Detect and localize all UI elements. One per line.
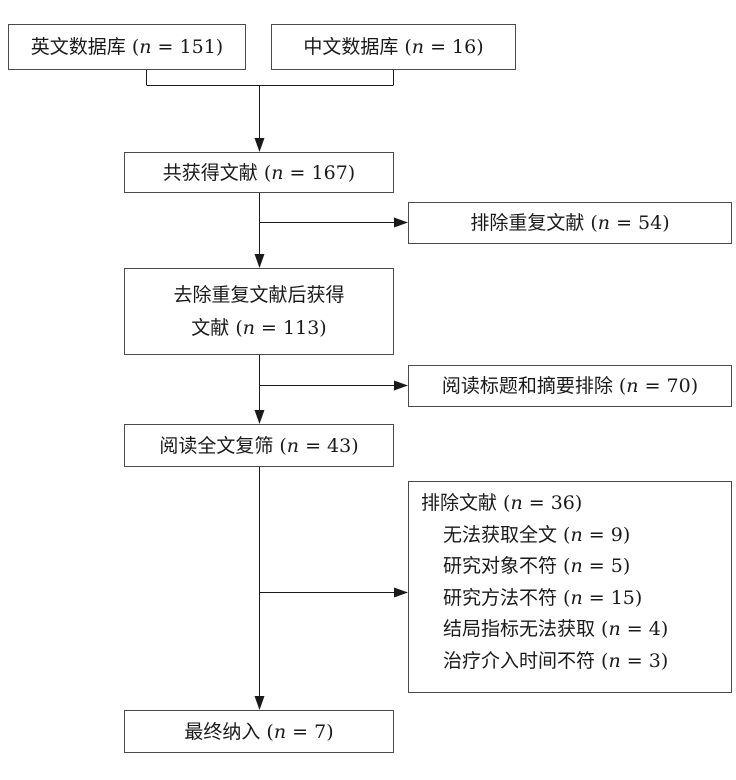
total-records-count: 167 — [311, 161, 348, 184]
exclude-title-abstract-box: 阅读标题和摘要排除 (n = 70) — [408, 365, 732, 407]
n-symbol: n — [570, 586, 583, 609]
final-included-label: 最终纳入 — [184, 720, 261, 743]
after-dedup-line1: 去除重复文献后获得 — [173, 283, 345, 306]
exclude-duplicates-count: 54 — [638, 212, 663, 234]
exclusion-reason-count: 4 — [648, 618, 661, 640]
n-symbol: n — [411, 36, 425, 58]
total-records-box: 共获得文献 (n = 167) — [124, 152, 394, 193]
exclusion-reason-label: 治疗介入时间不符 — [443, 649, 596, 672]
n-symbol: n — [570, 523, 583, 546]
exclusion-reason-count: 3 — [648, 649, 661, 672]
fulltext-review-box: 阅读全文复筛 (n = 43) — [124, 424, 394, 467]
chinese-database-label: 中文数据库 — [303, 36, 399, 58]
exclusion-reason: 结局指标无法获取 (n = 4) — [443, 618, 669, 640]
english-database-label: 英文数据库 — [30, 36, 126, 58]
n-symbol: n — [286, 434, 300, 457]
chinese-database-box: 中文数据库 (n = 16) — [271, 24, 516, 70]
english-database-box: 英文数据库 (n = 151) — [8, 24, 246, 70]
after-dedup-label: 文献 — [191, 316, 230, 339]
n-symbol: n — [271, 161, 284, 184]
after-dedup-box: 去除重复文献后获得 文献 (n = 113) — [124, 268, 394, 355]
fulltext-review-label: 阅读全文复筛 — [159, 434, 274, 457]
n-symbol: n — [597, 212, 611, 234]
n-symbol: n — [608, 618, 621, 640]
after-dedup-count: 113 — [283, 316, 320, 339]
exclusion-reason: 无法获取全文 (n = 9) — [443, 523, 631, 546]
n-symbol: n — [242, 316, 256, 339]
exclude-duplicates-label: 排除重复文献 — [470, 212, 585, 234]
exclusion-reason-label: 无法获取全文 — [443, 523, 558, 546]
exclusion-reason-label: 研究方法不符 — [443, 586, 558, 609]
final-included-box: 最终纳入 (n = 7) — [124, 710, 394, 753]
exclude-fulltext-count: 36 — [550, 492, 575, 514]
exclude-fulltext-box: 排除文献 (n = 36) 无法获取全文 (n = 9) 研究对象不符 (n =… — [408, 481, 732, 693]
n-symbol: n — [570, 555, 583, 577]
n-symbol: n — [139, 36, 152, 58]
exclusion-reason-label: 研究对象不符 — [443, 555, 558, 577]
exclusion-reason-count: 15 — [610, 586, 635, 609]
exclude-title-abstract-count: 70 — [666, 375, 691, 397]
exclusion-reason-count: 9 — [610, 523, 623, 546]
chinese-database-count: 16 — [452, 36, 477, 58]
exclusion-reason-label: 结局指标无法获取 — [443, 618, 596, 640]
exclude-duplicates-box: 排除重复文献 (n = 54) — [408, 202, 732, 244]
fulltext-review-count: 43 — [327, 434, 352, 457]
exclusion-reason: 治疗介入时间不符 (n = 3) — [443, 649, 669, 672]
exclusion-reason-count: 5 — [610, 555, 623, 577]
final-included-count: 7 — [314, 720, 327, 743]
english-database-count: 151 — [179, 36, 216, 58]
exclude-fulltext-heading: 排除文献 (n = 36) — [421, 492, 583, 514]
total-records-label: 共获得文献 — [162, 161, 258, 184]
n-symbol: n — [626, 375, 639, 397]
n-symbol: n — [273, 720, 287, 743]
n-symbol: n — [510, 492, 523, 514]
exclusion-reason: 研究方法不符 (n = 15) — [443, 586, 643, 609]
exclusion-reason: 研究对象不符 (n = 5) — [443, 555, 631, 577]
exclude-title-abstract-label: 阅读标题和摘要排除 — [441, 375, 613, 397]
n-symbol: n — [608, 649, 621, 672]
exclude-fulltext-label: 排除文献 — [421, 492, 498, 514]
